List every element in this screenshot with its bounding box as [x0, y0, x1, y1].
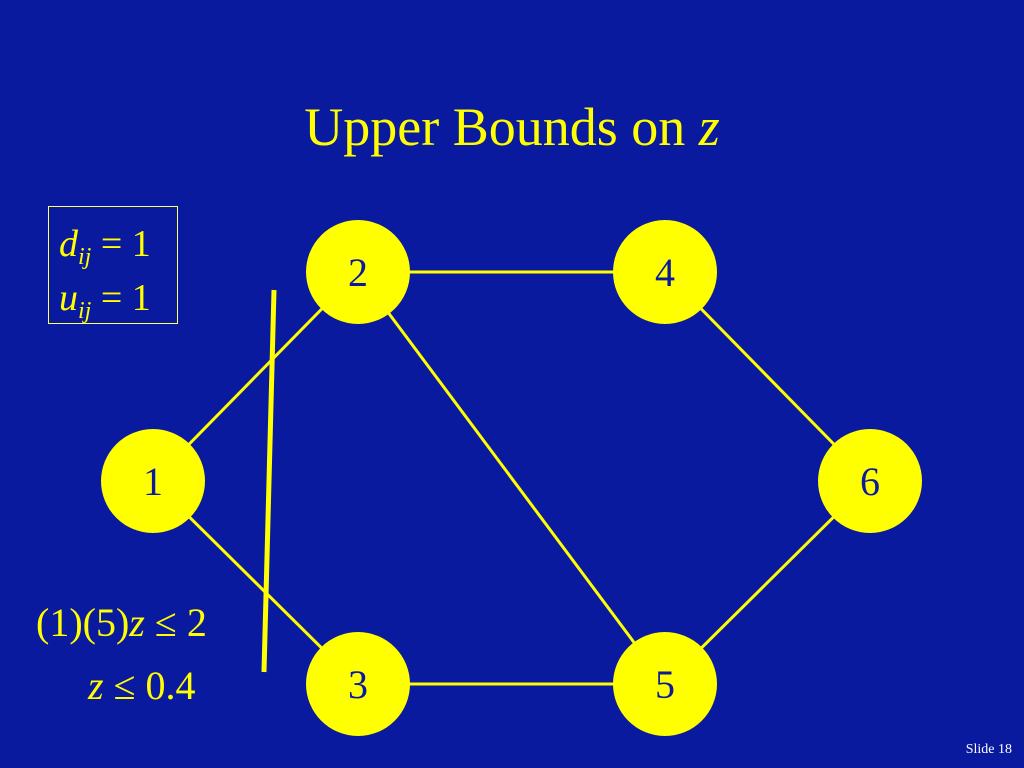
cut-line [261, 289, 277, 673]
legend-capacity: uij = 1 [59, 277, 151, 324]
node-3: 3 [306, 632, 410, 736]
node-label: 4 [655, 250, 675, 295]
legend-distance: dij = 1 [59, 223, 151, 270]
node-5: 5 [613, 632, 717, 736]
node-label: 1 [143, 459, 163, 504]
node-label: 2 [348, 250, 368, 295]
node-circle [306, 220, 410, 324]
node-label: 6 [860, 459, 880, 504]
node-2: 2 [306, 220, 410, 324]
node-4: 4 [613, 220, 717, 324]
node-1: 1 [101, 429, 205, 533]
node-circle [101, 429, 205, 533]
node-circle [306, 632, 410, 736]
node-circle [613, 220, 717, 324]
node-6: 6 [818, 429, 922, 533]
legend-box: dij = 1 uij = 1 [48, 206, 178, 324]
slide-number: Slide 18 [965, 742, 1012, 757]
node-circle [613, 632, 717, 736]
slide-title: Upper Bounds on z [304, 97, 720, 157]
node-label: 5 [655, 662, 675, 707]
edge-2-5 [356, 271, 667, 685]
bound-result: z ≤ 0.4 [88, 663, 196, 708]
bound-inequality: (1)(5)z ≤ 2 [36, 600, 207, 645]
node-circle [818, 429, 922, 533]
node-label: 3 [348, 662, 368, 707]
